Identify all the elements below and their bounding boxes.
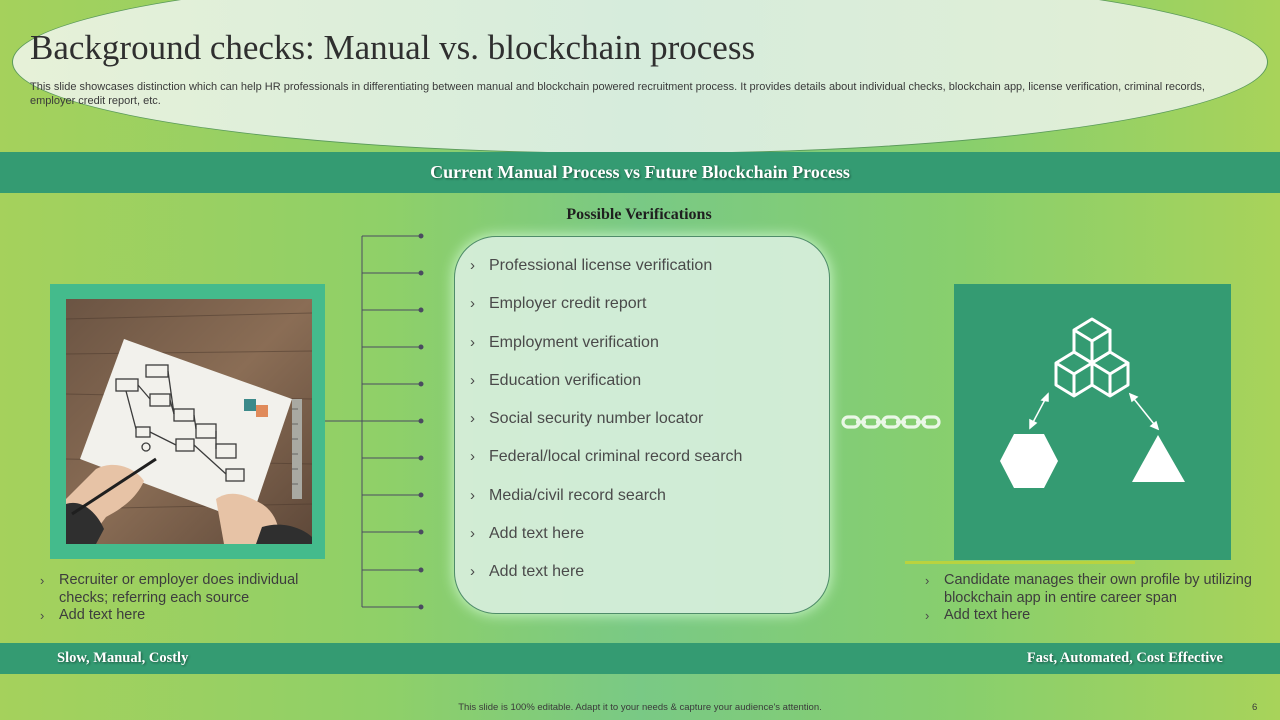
chevron-right-icon: › <box>470 486 475 504</box>
page-number: 6 <box>1252 702 1258 713</box>
list-item: ›Candidate manages their own profile by … <box>925 572 1252 606</box>
list-item: ›Add text here <box>40 607 146 623</box>
list-item: ›Education verification <box>470 371 642 389</box>
list-item: ›Employer credit report <box>470 295 647 313</box>
verifications-heading: Possible Verifications <box>566 206 712 223</box>
list-item: ›Add text here <box>470 525 585 543</box>
page-title: Background checks: Manual vs. blockchain… <box>30 28 756 67</box>
chevron-right-icon: › <box>40 608 45 623</box>
list-item: ›Social security number locator <box>470 410 704 428</box>
verifications-list: ›Professional license verification ›Empl… <box>470 257 742 602</box>
page-subtitle: This slide showcases distinction which c… <box>30 81 1205 107</box>
chevron-right-icon: › <box>470 371 475 389</box>
blockchain-attributes-label: Fast, Automated, Cost Effective <box>1026 650 1223 666</box>
list-item: ›Add text here <box>925 607 1031 623</box>
verification-connector <box>325 233 424 610</box>
cube-stack-icon <box>1054 317 1130 398</box>
banner-title: Current Manual Process vs Future Blockch… <box>430 162 850 182</box>
chevron-right-icon: › <box>470 410 475 428</box>
list-item: ›Employment verification <box>470 333 659 351</box>
chevron-right-icon: › <box>470 563 475 581</box>
comparison-banner: Current Manual Process vs Future Blockch… <box>0 152 1280 193</box>
list-item: ›Recruiter or employer does individual c… <box>40 572 299 606</box>
triangle-icon <box>1132 435 1185 482</box>
chevron-right-icon: › <box>470 448 475 466</box>
list-item: ›Media/civil record search <box>470 486 666 504</box>
chevron-right-icon: › <box>40 573 45 588</box>
hexagon-icon <box>1000 434 1058 488</box>
chevron-right-icon: › <box>925 573 930 588</box>
header-oval <box>12 0 1268 154</box>
list-item: ›Federal/local criminal record search <box>470 448 743 466</box>
chevron-right-icon: › <box>470 295 475 313</box>
chevron-right-icon: › <box>470 333 475 351</box>
attributes-banner: Slow, Manual, Costly Fast, Automated, Co… <box>0 643 1280 674</box>
chevron-right-icon: › <box>925 608 930 623</box>
chevron-right-icon: › <box>470 257 475 274</box>
list-item: ›Add text here <box>470 563 585 581</box>
verifications-panel <box>454 236 830 614</box>
manual-process-bullets: ›Recruiter or employer does individual c… <box>40 572 330 625</box>
blockchain-panel <box>954 284 1231 560</box>
list-item: ›Professional license verification <box>470 257 713 274</box>
blockchain-process-bullets: ›Candidate manages their own profile by … <box>925 572 1265 625</box>
chevron-right-icon: › <box>470 525 475 543</box>
accent-underline <box>905 561 1135 564</box>
manual-process-photo <box>66 299 312 544</box>
manual-attributes-label: Slow, Manual, Costly <box>57 650 189 666</box>
chain-link-icon <box>841 415 941 429</box>
footer-note: This slide is 100% editable. Adapt it to… <box>458 702 822 713</box>
